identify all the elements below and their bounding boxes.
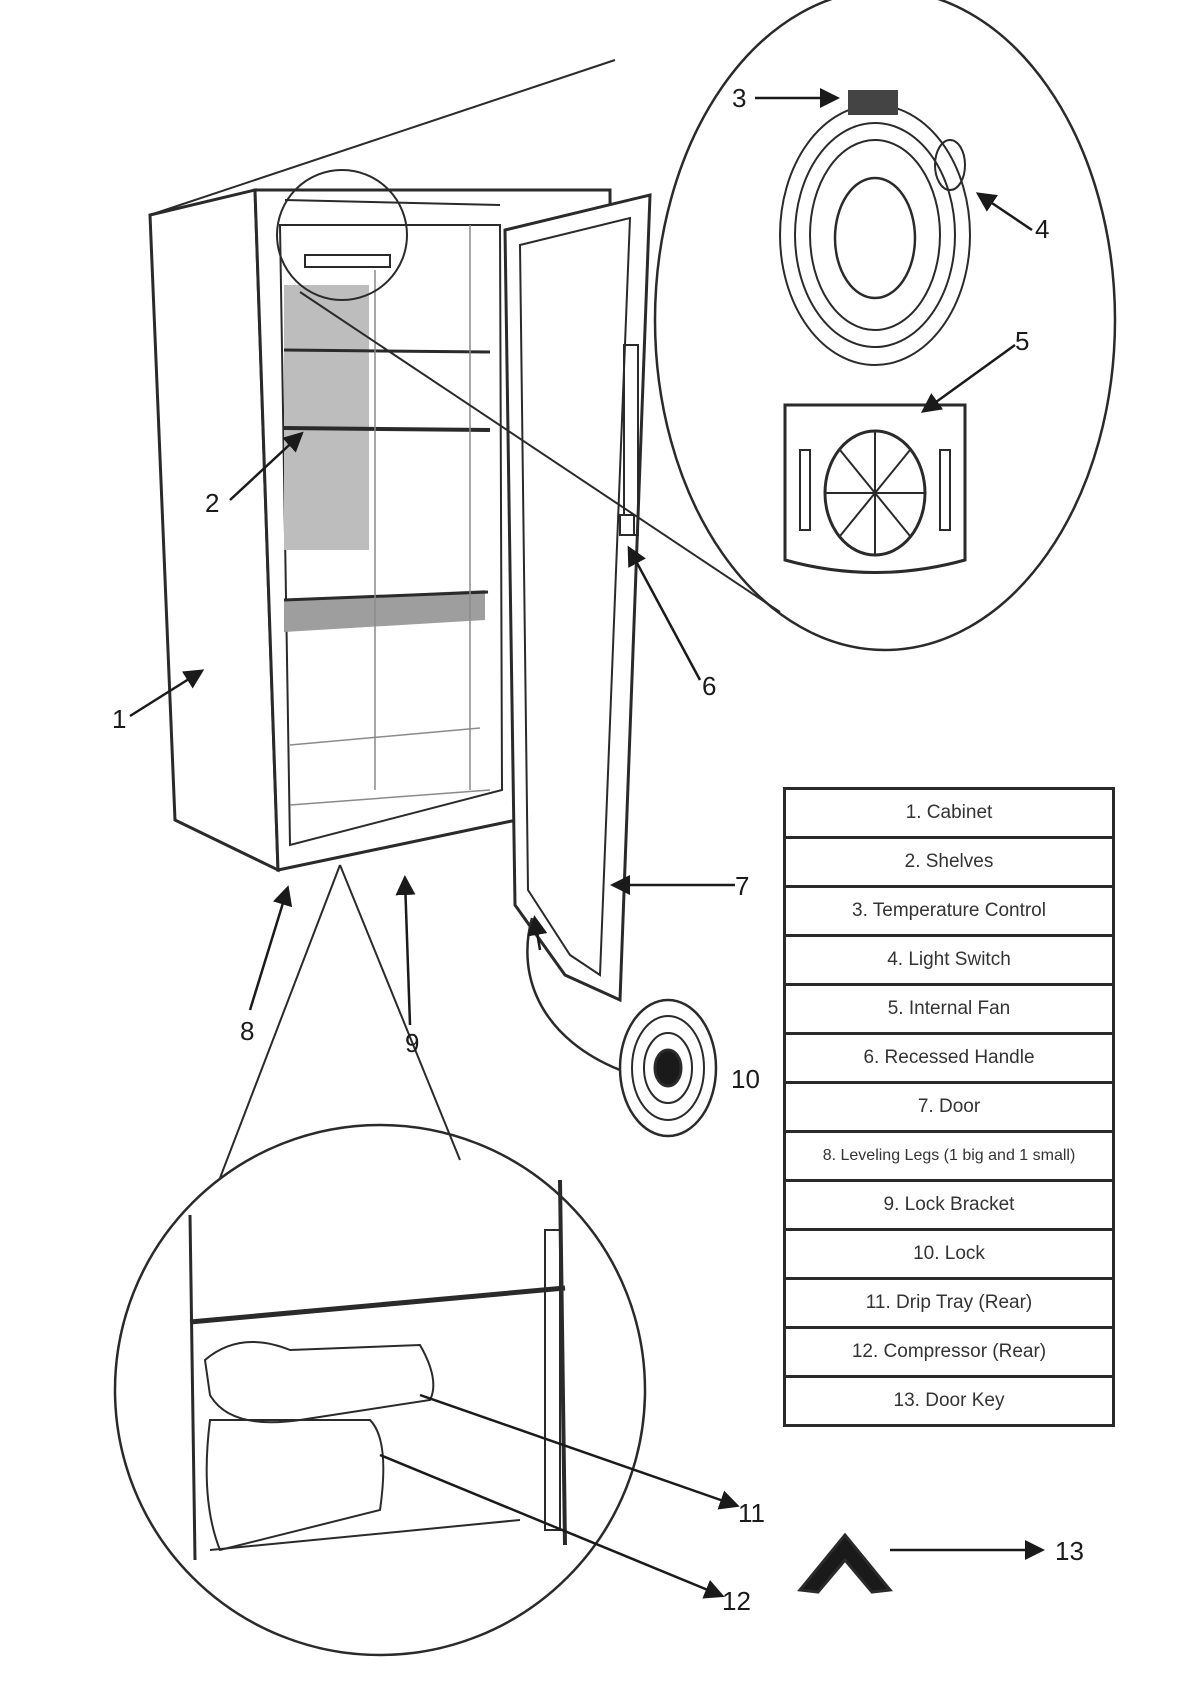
callout-13: 13: [1055, 1536, 1084, 1566]
callout-11: 11: [738, 1498, 765, 1528]
legend-item: 3. Temperature Control: [785, 887, 1114, 936]
callout-12: 12: [722, 1586, 751, 1616]
rear-compartment-detail: [115, 865, 645, 1655]
legend-item: 5. Internal Fan: [785, 985, 1114, 1034]
legend-item: 9. Lock Bracket: [785, 1181, 1114, 1230]
callout-7: 7: [735, 871, 749, 901]
legend-item: 2. Shelves: [785, 838, 1114, 887]
parts-legend: 1. Cabinet 2. Shelves 3. Temperature Con…: [783, 787, 1115, 1427]
callout-10: 10: [731, 1064, 760, 1094]
callout-8: 8: [240, 1016, 254, 1046]
door-key-icon: [800, 1535, 890, 1592]
legend-item: 10. Lock: [785, 1230, 1114, 1279]
legend-item: 8. Leveling Legs (1 big and 1 small): [785, 1132, 1114, 1181]
callout-5: 5: [1015, 326, 1029, 356]
legend-item: 6. Recessed Handle: [785, 1034, 1114, 1083]
legend-item: 7. Door: [785, 1083, 1114, 1132]
internal-fan: [785, 405, 965, 573]
legend-item: 4. Light Switch: [785, 936, 1114, 985]
callout-3: 3: [732, 83, 746, 113]
callout-1: 1: [112, 704, 126, 734]
callout-6: 6: [702, 671, 716, 701]
callout-2: 2: [205, 488, 219, 518]
door: [505, 195, 650, 1000]
legend-item: 11. Drip Tray (Rear): [785, 1279, 1114, 1328]
legend-item: 12. Compressor (Rear): [785, 1328, 1114, 1377]
callout-9: 9: [405, 1028, 419, 1058]
legend-item: 1. Cabinet: [785, 789, 1114, 838]
callout-4: 4: [1035, 214, 1049, 244]
legend-item: 13. Door Key: [785, 1377, 1114, 1426]
